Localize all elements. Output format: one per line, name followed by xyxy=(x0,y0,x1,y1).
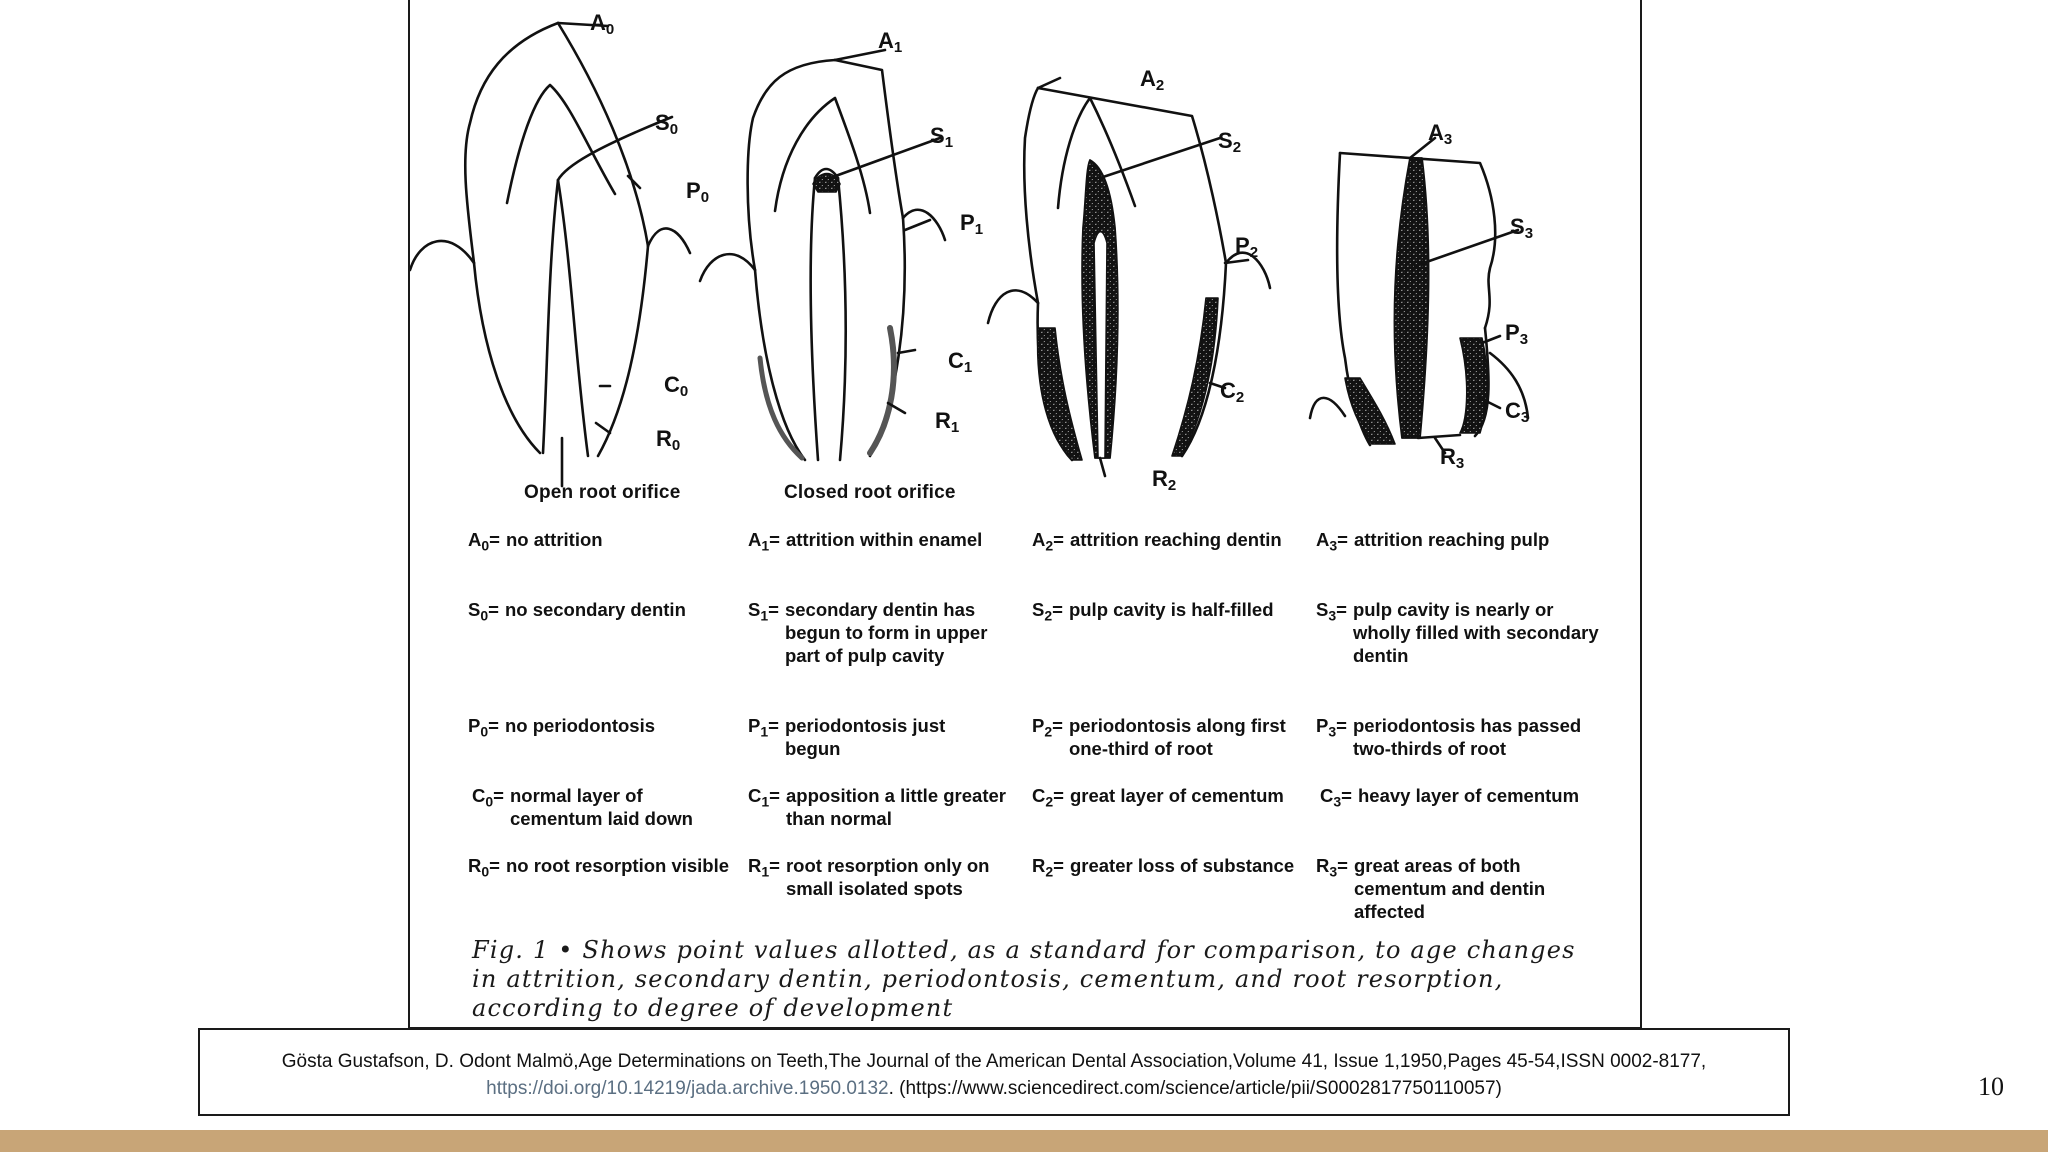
caption-closed-root: Closed root orifice xyxy=(784,482,956,503)
page-number: 10 xyxy=(1978,1072,2004,1101)
tooth-1-drawing xyxy=(698,48,947,462)
legend-c3: C3=heavy layer of cementum xyxy=(1320,785,1580,810)
caption-open-root: Open root orifice xyxy=(524,482,681,503)
figure-caption: Fig. 1 • Shows point values allotted, as… xyxy=(472,936,1576,1022)
label-s0: S0 xyxy=(655,110,678,138)
legend-p2: P2=periodontosis along first one-third o… xyxy=(1032,715,1286,759)
legend-r3: R3=great areas of both cementum and dent… xyxy=(1316,855,1546,922)
label-c1: C1 xyxy=(948,348,972,376)
bottom-accent-band xyxy=(0,1130,2048,1152)
legend-r0: R0=no root resorption visible xyxy=(468,855,730,880)
legend-a1: A1=attrition within enamel xyxy=(748,529,983,554)
label-a0: A0 xyxy=(590,10,614,38)
label-p1: P1 xyxy=(960,210,983,238)
label-r1: R1 xyxy=(935,408,959,436)
legend-p1: P1=periodontosis just begun xyxy=(748,715,946,759)
legend-c2: C2=great layer of cementum xyxy=(1032,785,1284,810)
label-p3: P3 xyxy=(1505,320,1528,348)
legend-s1: S1=secondary dentin has begun to form in… xyxy=(748,599,988,666)
legend-c1: C1=apposition a little greater than norm… xyxy=(748,785,1006,829)
label-r2: R2 xyxy=(1152,466,1176,494)
legend-p0: P0=no periodontosis xyxy=(468,715,656,740)
tooth-3-drawing xyxy=(1308,136,1530,455)
legend-c0: C0=normal layer of cementum laid down xyxy=(472,785,693,829)
label-c3: C3 xyxy=(1505,398,1529,426)
legend-a0: A0=no attrition xyxy=(468,529,603,554)
figure-image: A0 S0 P0 C0 R0 A1 S1 P1 C1 R1 A2 S2 P2 C… xyxy=(408,0,1642,1029)
tooth-0-drawing xyxy=(410,21,692,488)
citation-text: Gösta Gustafson, D. Odont Malmö,Age Dete… xyxy=(281,1051,1707,1072)
legend-r1: R1=root resorption only on small isolate… xyxy=(748,855,990,899)
label-s2: S2 xyxy=(1218,128,1241,156)
legend-s0: S0=no secondary dentin xyxy=(468,599,686,624)
citation-box: Gösta Gustafson, D. Odont Malmö,Age Dete… xyxy=(198,1028,1790,1116)
label-p2: P2 xyxy=(1235,233,1258,261)
tooth-2-drawing xyxy=(986,76,1272,478)
label-c2: C2 xyxy=(1220,378,1244,406)
label-r0: R0 xyxy=(656,426,680,454)
legend-p3: P3=periodontosis has passed two-thirds o… xyxy=(1316,715,1582,759)
label-r3: R3 xyxy=(1440,444,1464,472)
tooth-diagram: A0 S0 P0 C0 R0 A1 S1 P1 C1 R1 A2 S2 P2 C… xyxy=(410,10,1533,494)
legend-a3: A3=attrition reaching pulp xyxy=(1316,529,1550,554)
label-s3: S3 xyxy=(1510,214,1533,242)
legend-s2: S2=pulp cavity is half-filled xyxy=(1032,599,1274,624)
label-s1: S1 xyxy=(930,123,953,151)
label-a2: A2 xyxy=(1140,66,1164,94)
legend-s3: S3=pulp cavity is nearly or wholly fille… xyxy=(1316,599,1599,666)
legend-r2: R2=greater loss of substance xyxy=(1032,855,1295,880)
label-a3: A3 xyxy=(1428,120,1452,148)
citation-doi-link[interactable]: https://doi.org/10.14219/jada.archive.19… xyxy=(486,1078,889,1099)
citation-url: . (https://www.sciencedirect.com/science… xyxy=(888,1078,1502,1099)
label-c0: C0 xyxy=(664,372,688,400)
label-p0: P0 xyxy=(686,178,709,206)
label-a1: A1 xyxy=(878,28,902,56)
legend-a2: A2=attrition reaching dentin xyxy=(1032,529,1282,554)
